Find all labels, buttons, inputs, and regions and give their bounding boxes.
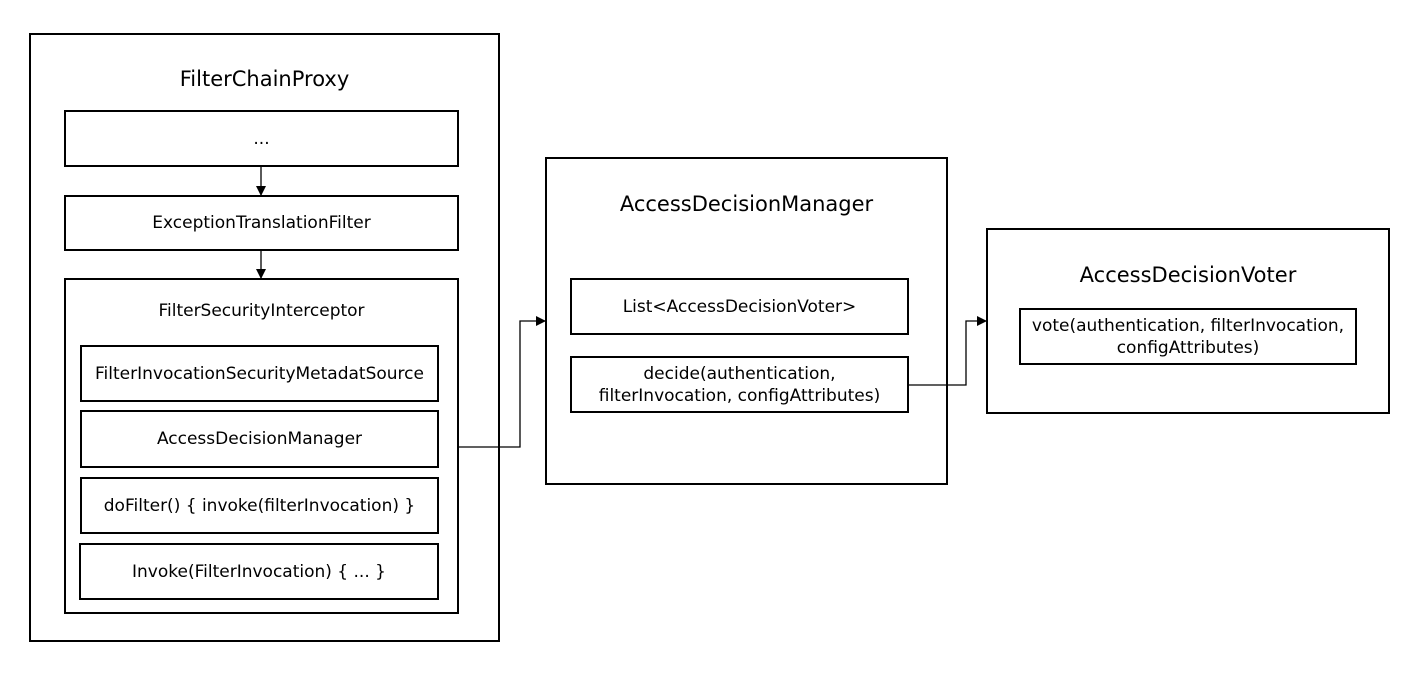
filter-chain-proxy-title: FilterChainProxy <box>179 67 350 91</box>
metadata-source-box: FilterInvocationSecurityMetadatSource <box>80 345 439 402</box>
vote-method-box: vote(authentication, filterInvocation, c… <box>1019 308 1357 365</box>
exception-translation-filter-box: ExceptionTranslationFilter <box>64 195 459 251</box>
decide-method-box: decide(authentication, filterInvocation,… <box>570 356 909 413</box>
interceptor-access-decision-manager-box: AccessDecisionManager <box>80 410 439 468</box>
voter-list-box: List<AccessDecisionVoter> <box>570 278 909 335</box>
access-decision-voter-title: AccessDecisionVoter <box>1079 263 1297 287</box>
ellipsis-filter-box: ... <box>64 110 459 167</box>
filter-security-interceptor-title: FilterSecurityInterceptor <box>158 301 365 321</box>
access-decision-manager-title: AccessDecisionManager <box>619 192 874 216</box>
do-filter-box: doFilter() { invoke(filterInvocation) } <box>80 477 439 534</box>
invoke-box: Invoke(FilterInvocation) { ... } <box>79 543 439 600</box>
